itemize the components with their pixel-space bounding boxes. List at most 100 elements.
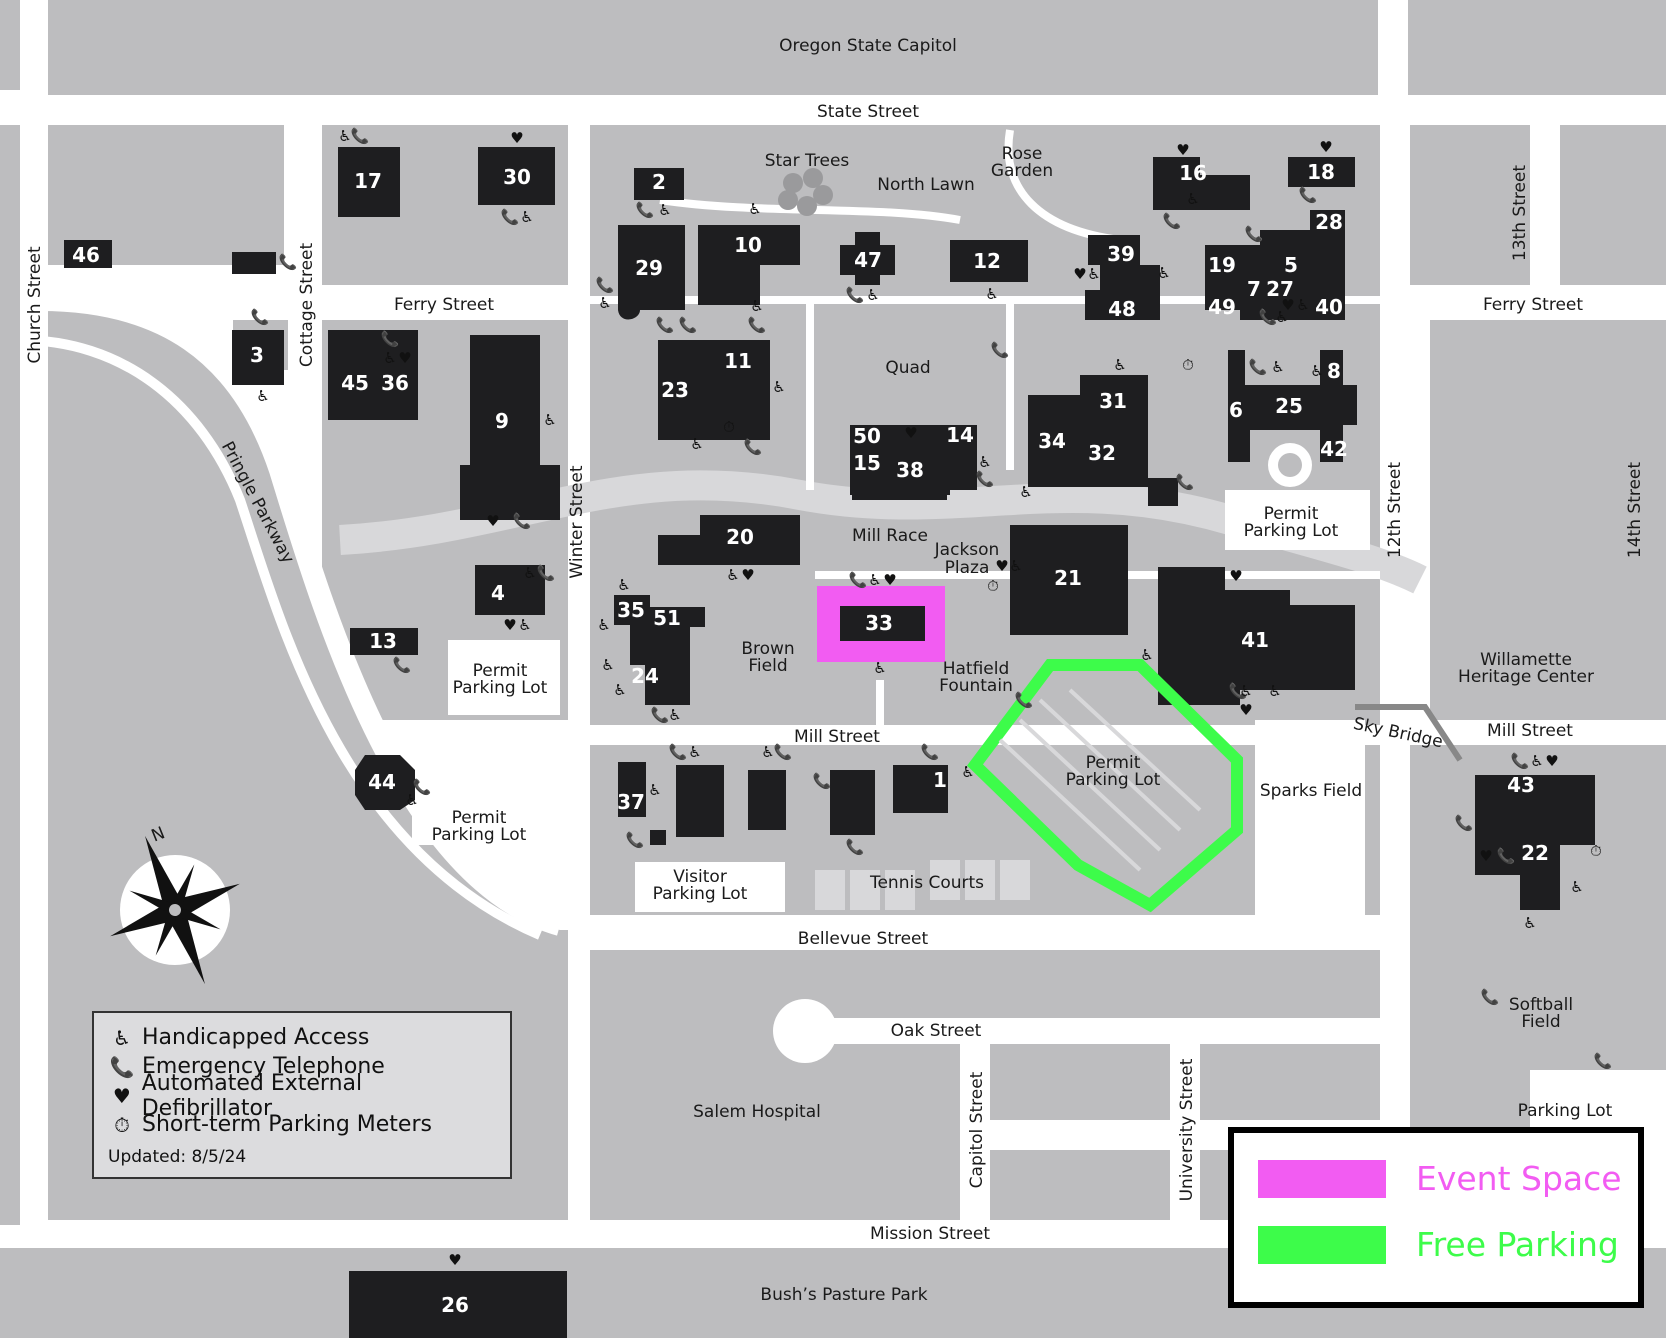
building-23[interactable]: [658, 340, 696, 440]
handicapped-icon: ♿: [405, 791, 418, 809]
building-35-51-24[interactable]: [614, 595, 705, 705]
building-34[interactable]: [1028, 395, 1088, 487]
phone-icon: 📞: [537, 563, 556, 582]
building-4[interactable]: [475, 565, 545, 615]
building-41[interactable]: [1158, 567, 1355, 705]
phone-icon: 📞: [921, 742, 940, 761]
phone-icon: 📞: [1176, 472, 1195, 491]
free-parking-outline[interactable]: [967, 659, 1243, 913]
handicapped-icon: ♿: [1009, 557, 1022, 575]
label-permit-parking-lot: Permit: [1086, 753, 1141, 773]
building-11[interactable]: [692, 340, 770, 440]
label-salem-hospital: Salem Hospital: [693, 1102, 821, 1122]
building-33[interactable]: [840, 606, 925, 641]
street-ferry: Ferry Street: [1483, 295, 1583, 315]
building-10[interactable]: [698, 225, 800, 305]
phone-icon: 📞: [748, 315, 767, 334]
building-26[interactable]: [349, 1271, 567, 1338]
building-14[interactable]: [942, 425, 977, 490]
building-47[interactable]: [840, 232, 895, 285]
street-university: University Street: [1177, 1058, 1197, 1201]
label-quad: Quad: [885, 358, 930, 378]
parking-meter-icon: ⏱: [1182, 356, 1194, 374]
building-32[interactable]: [1080, 440, 1148, 487]
phone-icon: 📞: [596, 275, 615, 294]
building-number: 21: [1054, 566, 1082, 590]
building-1[interactable]: [893, 765, 948, 813]
service-icons: 📞 ♿ ♥ 📞 ♿ 📞 📞 ♿ 📞 ♿ ♥ ♿ ♥ 📞 📞 ♿ ♥ ♿ 📞 📞 …: [251, 126, 1613, 1269]
building-2[interactable]: [634, 168, 684, 200]
phone-icon: 📞: [1229, 681, 1248, 700]
handicapped-icon: ♿: [338, 127, 351, 145]
handicapped-icon: ♿: [1239, 682, 1252, 700]
building-number: 30: [503, 165, 531, 189]
handicapped-icon: ♿: [617, 576, 630, 594]
building-18[interactable]: [1288, 157, 1355, 187]
heart-icon: ♥: [1281, 296, 1294, 314]
phone-icon: 📞: [1163, 211, 1182, 230]
handicapped-icon: ♿: [1310, 362, 1323, 380]
building-number: 32: [1088, 441, 1116, 465]
building-46[interactable]: [64, 240, 112, 268]
handicapped-icon: ♿: [1186, 190, 1199, 208]
handicapped-icon: ♿: [543, 411, 556, 429]
building-3[interactable]: [232, 330, 284, 385]
building-6-25-8-42[interactable]: [1228, 350, 1357, 462]
street-mill: Mill Street: [1487, 721, 1573, 741]
phone-icon: 📞: [744, 437, 763, 456]
heart-icon: ♥: [486, 512, 499, 530]
label-capitol: Oregon State Capitol: [779, 36, 957, 56]
label-star-trees: Star Trees: [765, 151, 850, 171]
building-number: 22: [1521, 841, 1549, 865]
building-number: 17: [354, 169, 382, 193]
building-mill-c[interactable]: [830, 770, 875, 835]
phone-icon: 📞: [846, 837, 865, 856]
phone-icon: 📞: [251, 307, 270, 326]
label-permit-parking-lot: Parking Lot: [1244, 521, 1339, 541]
building-number: 24: [631, 664, 659, 688]
building-31[interactable]: [1080, 375, 1148, 440]
building-21[interactable]: [1010, 525, 1128, 635]
handicapped-icon: ♿: [1019, 483, 1032, 501]
building-unnamed-a[interactable]: [232, 252, 276, 274]
building-19-49-5-27-28-40[interactable]: [1205, 210, 1345, 320]
heart-icon: ♥: [503, 616, 516, 634]
phone-icon: 📞: [1245, 224, 1264, 243]
handicapped-icon: ♿: [761, 743, 774, 761]
phone-icon: 📞: [651, 705, 670, 724]
building-29[interactable]: [618, 225, 685, 320]
handicapped-icon: ♿: [1268, 682, 1281, 700]
building-mill-a[interactable]: [676, 765, 724, 837]
building-9[interactable]: [460, 335, 560, 520]
building-number: 27: [1266, 277, 1294, 301]
building-37[interactable]: [618, 762, 646, 817]
building-number: 20: [726, 525, 754, 549]
building-44[interactable]: [355, 755, 415, 810]
building-39-48[interactable]: [1085, 235, 1160, 320]
phone-icon: 📞: [393, 655, 412, 674]
handicapped-icon: ♿: [985, 285, 998, 303]
building-12[interactable]: [950, 240, 1028, 282]
label-jackson-plaza: Jackson: [934, 540, 1000, 560]
building-50-15-38[interactable]: [852, 425, 947, 500]
handicapped-icon: ♿: [1271, 358, 1284, 376]
heart-icon: ♥: [1479, 847, 1492, 865]
building-mill-b[interactable]: [748, 770, 786, 830]
building-30[interactable]: [478, 147, 555, 205]
heart-icon: ♥: [741, 566, 754, 584]
building-number: 10: [734, 233, 762, 257]
street-capitol: Capitol Street: [967, 1071, 987, 1188]
phone-icon: 📞: [1259, 307, 1278, 326]
phone-icon: 📞: [501, 207, 520, 226]
building-13[interactable]: [350, 628, 418, 655]
handicapped-icon: ♿: [613, 681, 626, 699]
phone-icon: 📞: [1455, 813, 1474, 832]
street-mission: Mission Street: [870, 1224, 990, 1244]
building-43-22[interactable]: [1475, 775, 1595, 910]
building-20[interactable]: [658, 515, 800, 565]
heart-icon: ♥: [1073, 265, 1086, 283]
building-45-36[interactable]: [328, 330, 418, 420]
building-16[interactable]: [1153, 157, 1250, 210]
building-17[interactable]: [338, 147, 400, 217]
